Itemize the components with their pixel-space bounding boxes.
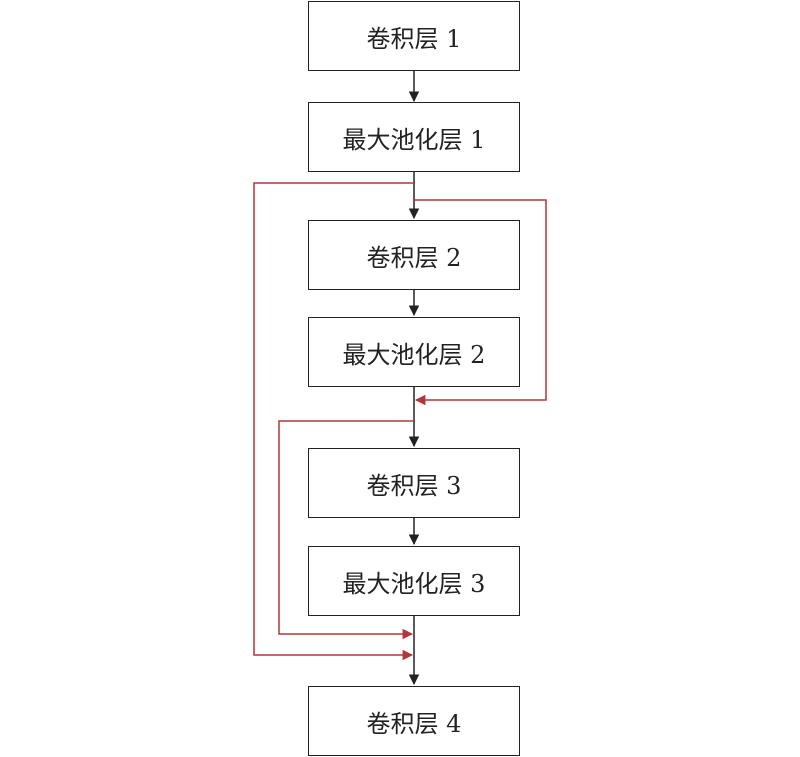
node-conv-layer-1: 卷积层 1 [308, 1, 520, 71]
skip-pool2-to-pool3-output [278, 420, 414, 640]
node-conv-layer-4: 卷积层 4 [308, 686, 520, 756]
skip-pool1-to-pool3-output [253, 182, 414, 661]
skip-pool1-to-pool2-output [414, 199, 547, 406]
node-conv-layer-2: 卷积层 2 [308, 220, 520, 290]
node-conv-layer-3: 卷积层 3 [308, 448, 520, 518]
node-maxpool-layer-1: 最大池化层 1 [308, 102, 520, 172]
node-maxpool-layer-3: 最大池化层 3 [308, 546, 520, 616]
node-maxpool-layer-2: 最大池化层 2 [308, 317, 520, 387]
